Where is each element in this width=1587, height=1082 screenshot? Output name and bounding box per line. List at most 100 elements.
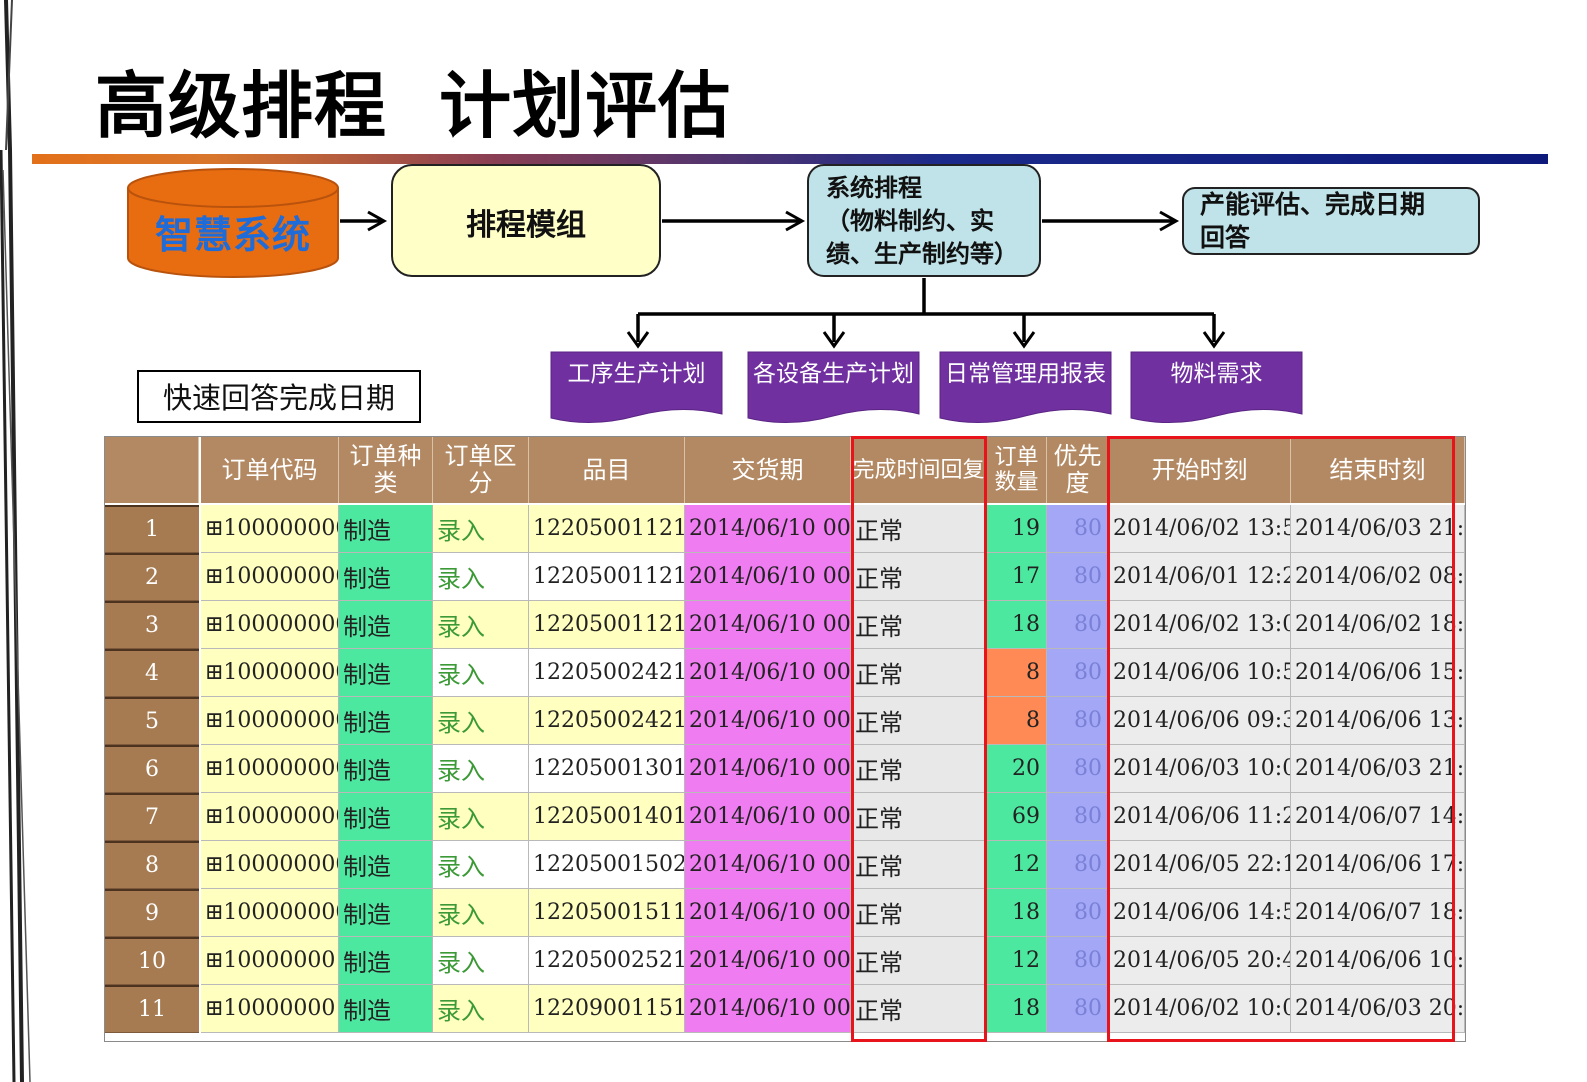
cell-due[interactable]: 2014/06/10 00:00 [685,601,851,649]
row-number[interactable]: 5 [105,697,199,745]
cell-due[interactable]: 2014/06/10 00:00 [685,937,851,985]
cell-qty[interactable]: 18 [987,889,1047,937]
cell-div[interactable]: 录入 [433,841,529,889]
cell-end[interactable]: 2014/06/02 18:29: [1291,601,1465,649]
cell-start[interactable]: 2014/06/05 20:41: [1109,937,1291,985]
cell-end[interactable]: 2014/06/06 13:37: [1291,697,1465,745]
cell-qty[interactable]: 18 [987,985,1047,1033]
cell-reply[interactable]: 正常 [851,553,987,601]
cell-kind[interactable]: 制造 [339,505,433,553]
cell-code[interactable]: ⊞1000000002 [201,553,339,601]
cell-due[interactable]: 2014/06/10 00:00 [685,841,851,889]
cell-start[interactable]: 2014/06/06 14:56: [1109,889,1291,937]
cell-qty[interactable]: 8 [987,697,1047,745]
cell-kind[interactable]: 制造 [339,841,433,889]
cell-pri[interactable]: 80 [1047,553,1109,601]
cell-pri[interactable]: 80 [1047,985,1109,1033]
cell-qty[interactable]: 17 [987,553,1047,601]
cell-start[interactable]: 2014/06/01 12:26: [1109,553,1291,601]
header-order-code[interactable]: 订单代码 [201,437,339,503]
row-number[interactable]: 3 [105,601,199,649]
row-number[interactable]: 11 [105,985,199,1033]
cell-item[interactable]: 12209001151H2 [529,985,685,1033]
cell-pri[interactable]: 80 [1047,793,1109,841]
cell-qty[interactable]: 12 [987,841,1047,889]
cell-reply[interactable]: 正常 [851,601,987,649]
cell-kind[interactable]: 制造 [339,553,433,601]
cell-div[interactable]: 录入 [433,985,529,1033]
cell-start[interactable]: 2014/06/06 10:57: [1109,649,1291,697]
header-start-time[interactable]: 开始时刻 [1109,437,1291,503]
cell-item[interactable]: 12205001121R2 [529,601,685,649]
cell-code[interactable]: ⊞1000000005 [201,697,339,745]
header-quantity[interactable]: 订单数量 [987,437,1047,503]
cell-qty[interactable]: 18 [987,601,1047,649]
cell-end[interactable]: 2014/06/03 20:29: [1291,985,1465,1033]
cell-code[interactable]: ⊞1000000003 [201,601,339,649]
header-order-kind[interactable]: 订单种类 [339,437,433,503]
cell-div[interactable]: 录入 [433,745,529,793]
cell-end[interactable]: 2014/06/03 21:09: [1291,745,1465,793]
cell-due[interactable]: 2014/06/10 00:00 [685,505,851,553]
cell-item[interactable]: 12205001121H2 [529,553,685,601]
cell-div[interactable]: 录入 [433,793,529,841]
cell-start[interactable]: 2014/06/06 09:37: [1109,697,1291,745]
cell-pri[interactable]: 80 [1047,841,1109,889]
row-number[interactable]: 9 [105,889,199,937]
header-end-time[interactable]: 结束时刻 [1291,437,1465,503]
cell-item[interactable]: 12205002421T2 [529,697,685,745]
cell-code[interactable]: ⊞1000000009 [201,889,339,937]
cell-item[interactable]: 1220500150202 [529,841,685,889]
cell-reply[interactable]: 正常 [851,985,987,1033]
cell-reply[interactable]: 正常 [851,697,987,745]
cell-reply[interactable]: 正常 [851,793,987,841]
cell-div[interactable]: 录入 [433,697,529,745]
cell-item[interactable]: 1220500130102 [529,745,685,793]
cell-pri[interactable]: 80 [1047,649,1109,697]
cell-code[interactable]: ⊞1000000008 [201,841,339,889]
cell-qty[interactable]: 19 [987,505,1047,553]
cell-end[interactable]: 2014/06/02 08:35: [1291,553,1465,601]
row-number[interactable]: 8 [105,841,199,889]
cell-div[interactable]: 录入 [433,601,529,649]
cell-reply[interactable]: 正常 [851,745,987,793]
cell-div[interactable]: 录入 [433,937,529,985]
cell-start[interactable]: 2014/06/02 13:03: [1109,601,1291,649]
cell-due[interactable]: 2014/06/10 00:00 [685,985,851,1033]
cell-reply[interactable]: 正常 [851,505,987,553]
cell-due[interactable]: 2014/06/10 00:00 [685,793,851,841]
cell-qty[interactable]: 20 [987,745,1047,793]
cell-kind[interactable]: 制造 [339,649,433,697]
cell-start[interactable]: 2014/06/05 22:14: [1109,841,1291,889]
cell-reply[interactable]: 正常 [851,937,987,985]
header-order-division[interactable]: 订单区分 [433,437,529,503]
header-reply[interactable]: 完成时间回复 [851,437,987,503]
cell-div[interactable]: 录入 [433,649,529,697]
cell-kind[interactable]: 制造 [339,937,433,985]
cell-pri[interactable]: 80 [1047,697,1109,745]
cell-pri[interactable]: 80 [1047,937,1109,985]
cell-kind[interactable]: 制造 [339,745,433,793]
row-number[interactable]: 10 [105,937,199,985]
cell-code[interactable]: ⊞1000000001 [201,505,339,553]
cell-start[interactable]: 2014/06/02 10:07: [1109,985,1291,1033]
cell-due[interactable]: 2014/06/10 00:00 [685,649,851,697]
cell-qty[interactable]: 8 [987,649,1047,697]
cell-kind[interactable]: 制造 [339,601,433,649]
cell-end[interactable]: 2014/06/06 15:10: [1291,649,1465,697]
cell-due[interactable]: 2014/06/10 00:00 [685,697,851,745]
cell-start[interactable]: 2014/06/03 10:03: [1109,745,1291,793]
cell-end[interactable]: 2014/06/03 21:47: [1291,505,1465,553]
cell-qty[interactable]: 12 [987,937,1047,985]
cell-reply[interactable]: 正常 [851,889,987,937]
cell-kind[interactable]: 制造 [339,793,433,841]
cell-item[interactable]: 12205002421B2 [529,649,685,697]
cell-code[interactable]: ⊞1000000004 [201,649,339,697]
cell-pri[interactable]: 80 [1047,745,1109,793]
cell-due[interactable]: 2014/06/10 00:00 [685,553,851,601]
cell-code[interactable]: ⊞1000000012 [201,985,339,1033]
cell-item[interactable]: 1220500252102 [529,937,685,985]
cell-kind[interactable]: 制造 [339,985,433,1033]
cell-item[interactable]: 1220500140102 [529,793,685,841]
